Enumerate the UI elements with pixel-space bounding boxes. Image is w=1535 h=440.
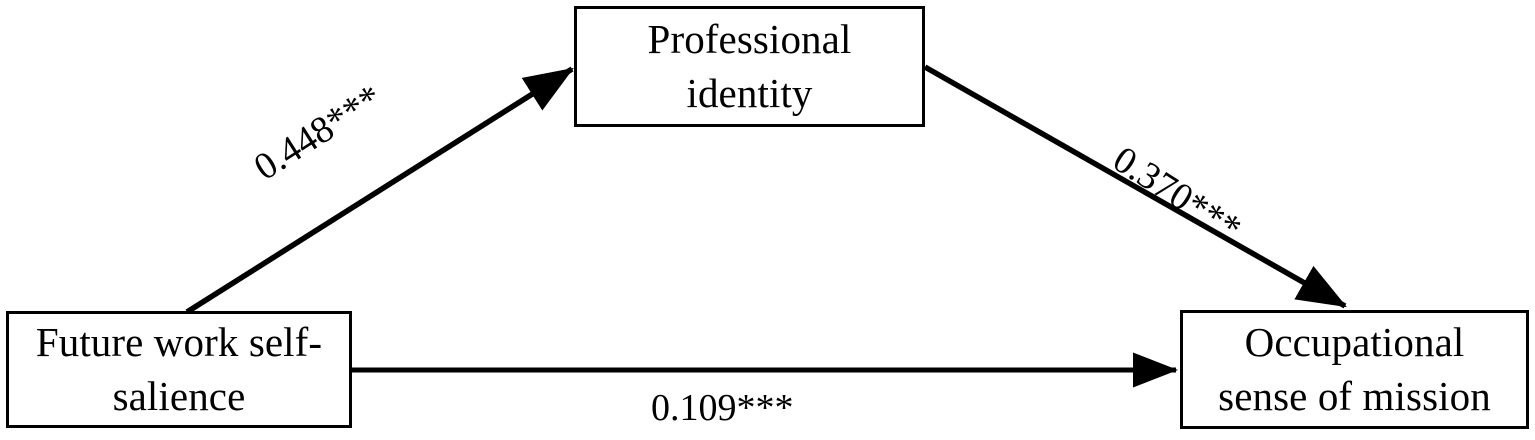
path-arrow-b <box>923 64 1347 309</box>
node-future-work-self-salience-label: Future work self- salience <box>35 319 323 419</box>
node-occupational-sense-of-mission: Occupational sense of mission <box>1180 310 1529 429</box>
node-occupational-sense-of-mission-label: Occupational sense of mission <box>1218 319 1491 419</box>
node-future-work-self-salience: Future work self- salience <box>6 311 352 428</box>
path-label-c: 0.109*** <box>651 387 794 429</box>
node-professional-identity: Professional identity <box>574 6 925 127</box>
path-arrow-a <box>185 66 574 315</box>
node-professional-identity-label: Professional identity <box>647 16 852 116</box>
